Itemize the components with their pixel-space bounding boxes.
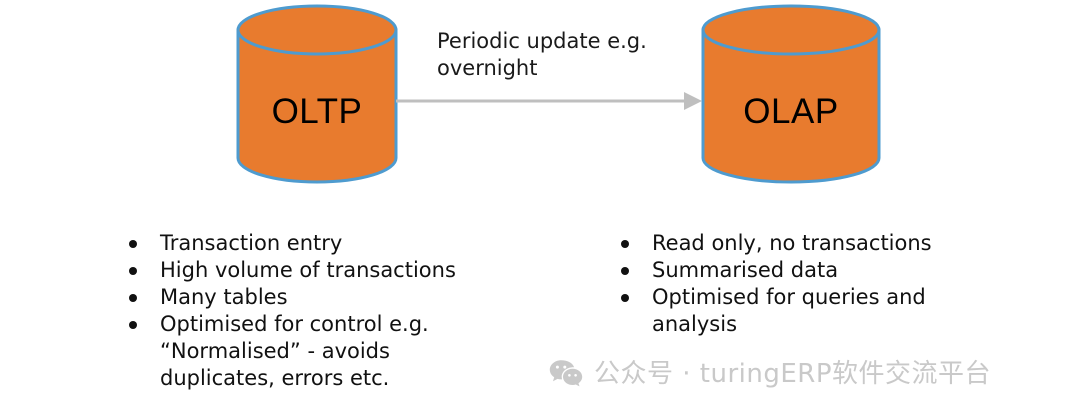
edge-label-line: Periodic update e.g. [437,29,647,53]
list-item-line: analysis [652,312,738,336]
list-item: Optimised for control e.g. “Normalised” … [126,311,526,392]
list-item: Many tables [126,284,526,311]
node-oltp-cylinder[interactable]: OLTP [236,4,398,184]
list-item: Transaction entry [126,230,526,257]
node-olap-cylinder[interactable]: OLAP [701,4,881,184]
edge-oltp-to-olap [396,88,706,114]
bullet-dot-icon [129,240,137,248]
node-oltp-label: OLTP [271,92,363,131]
list-item-text: Transaction entry [160,230,526,257]
list-item-line: High volume of transactions [160,258,456,282]
list-item: Optimised for queries and analysis [618,284,1018,338]
list-item-line: Transaction entry [160,231,343,255]
list-item-text: Summarised data [652,257,1018,284]
list-item-text: Many tables [160,284,526,311]
bullet-dot-icon [621,294,629,302]
list-item-line: Read only, no transactions [652,231,932,255]
bullet-dot-icon [129,294,137,302]
node-olap-label: OLAP [743,92,839,131]
cylinder-shape-icon [236,4,398,184]
cylinder-shape-icon [701,4,881,184]
list-item: High volume of transactions [126,257,526,284]
oltp-properties-list: Transaction entry High volume of transac… [126,230,526,392]
watermark-text: 公众号 · turingERP软件交流平台 [594,359,992,389]
list-item-text: Read only, no transactions [652,230,1018,257]
list-item-line: Optimised for queries and [652,285,926,309]
watermark: 公众号 · turingERP软件交流平台 [549,354,991,394]
list-item-text: High volume of transactions [160,257,526,284]
bullet-dot-icon [129,321,137,329]
list-item-text: Optimised for queries and analysis [652,284,1018,338]
list-item-text: Optimised for control e.g. “Normalised” … [160,311,526,392]
list-item: Read only, no transactions [618,230,1018,257]
list-item-line: “Normalised” - avoids [160,339,390,363]
bullet-dot-icon [129,267,137,275]
list-item-line: Summarised data [652,258,839,282]
edge-label-line: overnight [437,56,538,80]
bullet-dot-icon [621,267,629,275]
list-item-line: Optimised for control e.g. [160,312,429,336]
list-item-line: Many tables [160,285,288,309]
list-item-line: duplicates, errors etc. [160,366,390,390]
wechat-icon [549,360,583,387]
bullet-dot-icon [621,240,629,248]
list-item: Summarised data [618,257,1018,284]
olap-properties-list: Read only, no transactions Summarised da… [618,230,1018,338]
arrow-right-icon [396,92,702,110]
edge-label: Periodic update e.g. overnight [437,28,692,82]
